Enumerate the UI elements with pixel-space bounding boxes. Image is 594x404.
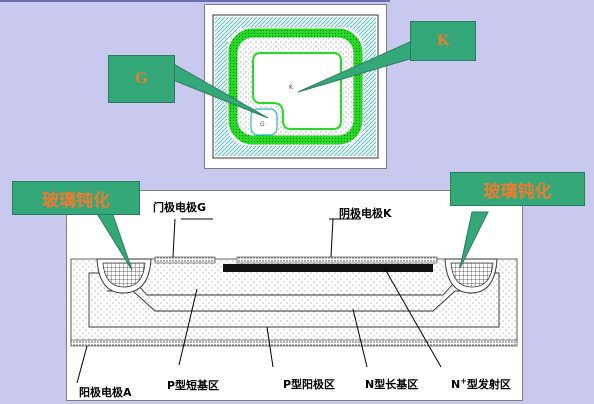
n-emitter-prefix: N [451,378,461,391]
right-glass-fill [450,262,494,288]
inner-gate-label: G [260,121,265,128]
left-passivation-callout: 玻璃钝化 [12,181,140,215]
gate-callout: G [108,55,175,103]
top-view-drawing: K G [212,14,379,159]
p-short-base-label: P型短基区 [167,379,220,392]
title-underline [0,0,390,2]
leader-lines [76,218,442,384]
n-plus-emitter-label: N+型发射区 [451,376,511,392]
p-anode-label: P型阳极区 [283,378,336,391]
cathode-callout: K [410,21,476,61]
n-long-base-label: N型长基区 [365,378,419,391]
gate-electrode [154,256,216,264]
anode-electrode [70,339,518,347]
n-emitter-sup: + [460,376,467,386]
anode-electrode-label: 阳极电极A [79,386,132,399]
inner-cathode-label: K [289,84,294,91]
n-plus-emitter [223,264,433,272]
gate-electrode-label: 门极电极G [153,201,207,214]
cross-section-drawing [70,218,518,384]
cathode-electrode-label: 阴极电极K [339,207,392,220]
right-passivation-callout: 玻璃钝化 [450,172,585,206]
cathode-electrode [236,256,438,264]
cross-section-panel: 门极电极G 阴极电极K 阳极电极A P型短基区 P型阳极区 N型长基区 N+型发… [66,190,523,401]
n-emitter-suffix: 型发射区 [466,378,511,391]
top-view-panel: K G [204,4,387,169]
